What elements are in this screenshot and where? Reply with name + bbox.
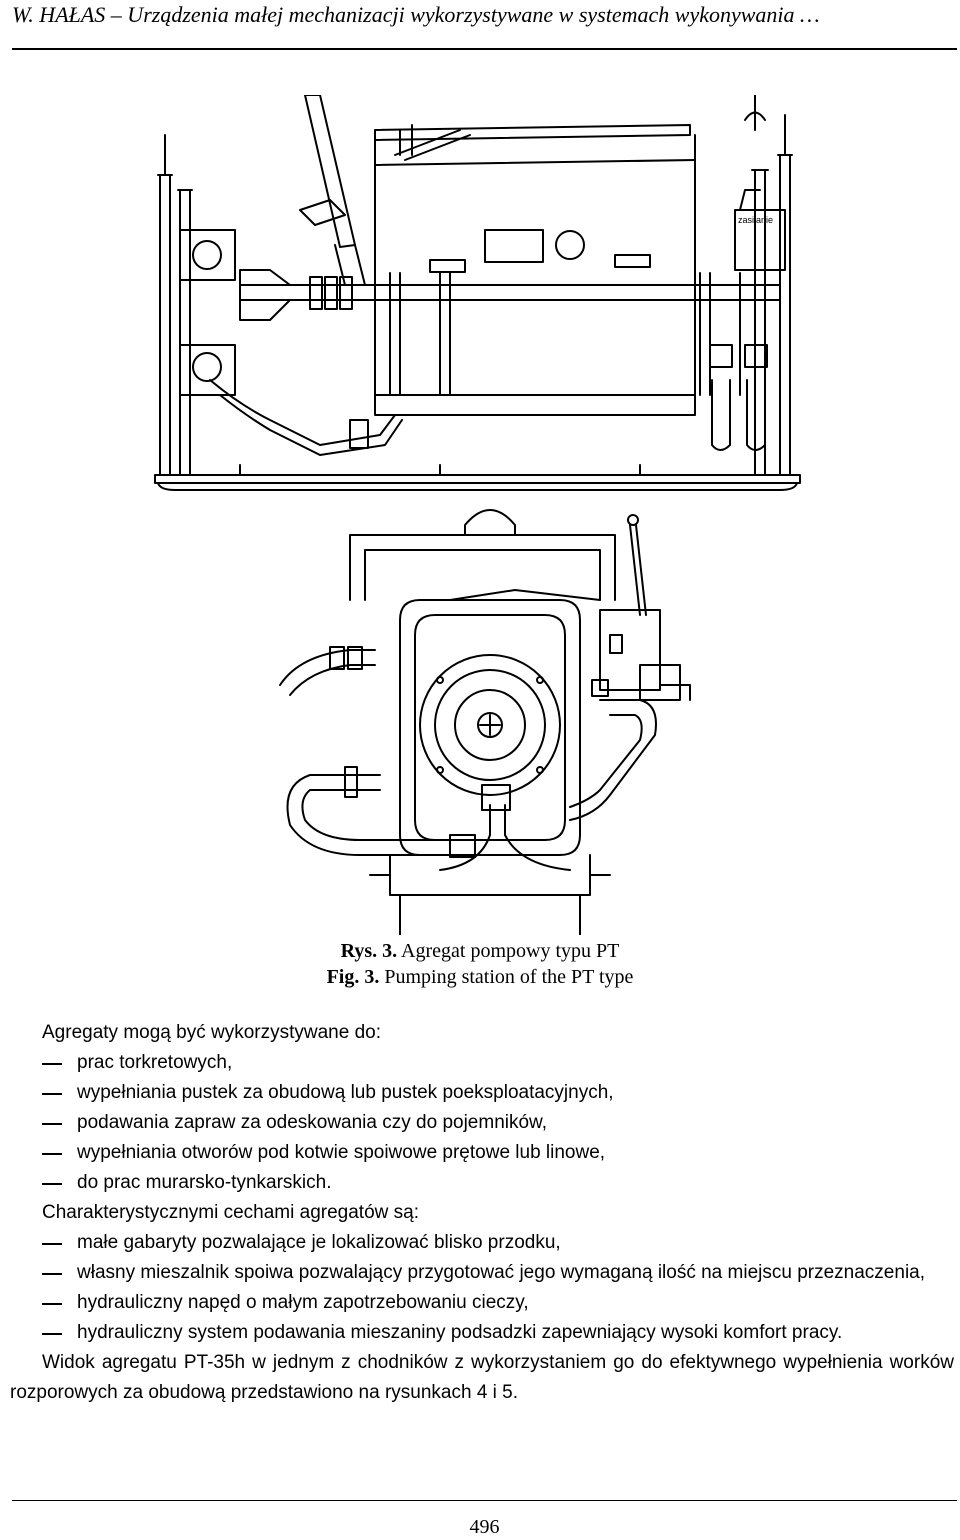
header-rule [12,48,957,50]
front-view [279,509,691,936]
side-view: zasilanie [154,94,801,491]
list-item: prac torkretowych, [42,1052,233,1073]
caption-pl-text: Agregat pompowy typu PT [397,940,620,962]
figure-pump-station-drawing: zasilanie [140,94,820,936]
list-item: małe gabaryty pozwalające je lokalizować… [42,1232,561,1253]
caption-polish: Rys. 3. Agregat pompowy typu PT [0,938,960,964]
features-intro: Charakterystycznymi cechami agregatów są… [42,1202,419,1223]
figure-caption: Rys. 3. Agregat pompowy typu PT Fig. 3. … [0,938,960,990]
running-header: W. HAŁAS – Urządzenia małej mechanizacji… [12,0,957,50]
list-item: wypełniania pustek za obudową lub pustek… [42,1082,614,1103]
list-item: wypełniania otworów pod kotwie spoiwowe … [42,1142,606,1163]
caption-en-text: Pumping station of the PT type [379,966,634,988]
footer-rule [12,1500,957,1501]
list-item: własny mieszalnik spoiwa pozwalający prz… [42,1262,926,1283]
list-item: do prac murarsko-tynkarskich. [42,1172,332,1193]
uses-intro: Agregaty mogą być wykorzystywane do: [42,1022,381,1043]
list-item: hydrauliczny napęd o małym zapotrzebowan… [42,1292,529,1313]
body-text: Agregaty mogą być wykorzystywane do: pra… [10,1018,954,1408]
closing-paragraph: Widok agregatu PT-35h w jednym z chodnik… [10,1352,954,1403]
caption-english: Fig. 3. Pumping station of the PT type [0,964,960,990]
label-zasilanie: zasilanie [738,215,773,225]
technical-drawing: zasilanie [154,94,801,936]
list-item: podawania zapraw za odeskowania czy do p… [42,1112,547,1133]
caption-pl-label: Rys. 3. [340,940,398,962]
page-number: 496 [469,1516,500,1538]
features-list: małe gabaryty pozwalające je lokalizować… [42,1228,954,1348]
uses-list: prac torkretowych, wypełniania pustek za… [42,1048,954,1198]
caption-en-label: Fig. 3. [326,966,380,988]
running-head: W. HAŁAS – Urządzenia małej mechanizacji… [12,2,820,27]
list-item: hydrauliczny system podawania mieszaniny… [42,1322,843,1343]
